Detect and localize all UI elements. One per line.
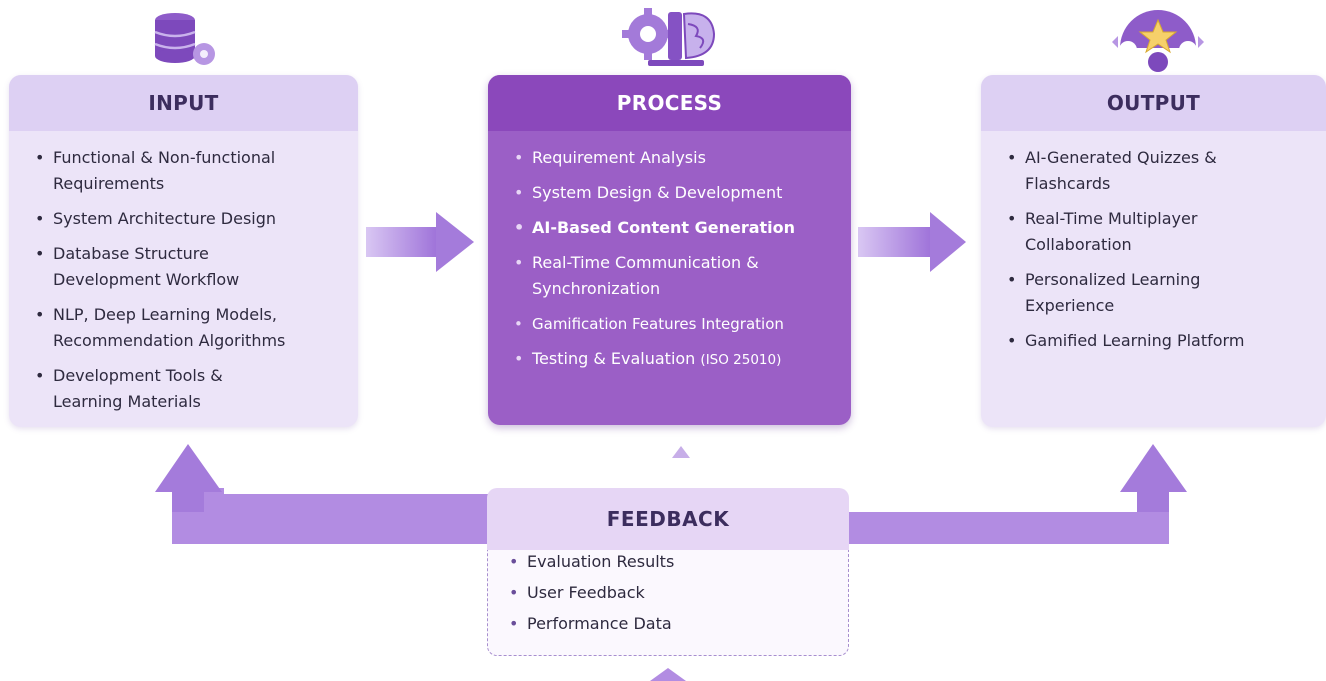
process-item-label: Testing & Evaluation [532, 349, 696, 368]
arrow-process-to-output [858, 212, 966, 272]
process-item-last: Testing & Evaluation (ISO 25010) [510, 346, 837, 373]
process-box: PROCESS Requirement Analysis System Desi… [488, 75, 851, 425]
feedback-list: Evaluation Results User Feedback Perform… [505, 548, 674, 641]
feedback-arrow-to-output [846, 444, 1187, 544]
arrow-feedback-to-process [672, 446, 690, 458]
gear-brain-icon [622, 8, 716, 66]
output-item: Personalized Learning Experience [1003, 267, 1265, 319]
input-item: Database Structure Development Workflow [31, 241, 298, 293]
process-item: AI-Based Content Generation [510, 215, 837, 241]
feedback-item: User Feedback [505, 579, 674, 606]
input-list: Functional & Non-functional Requirements… [9, 131, 358, 415]
feedback-item: Performance Data [505, 610, 674, 637]
process-item: System Design & Development [510, 180, 837, 206]
input-item: Functional & Non-functional Requirements [31, 145, 323, 197]
process-list: Requirement Analysis System Design & Dev… [488, 131, 851, 373]
input-title: INPUT [9, 75, 358, 131]
process-item: Requirement Analysis [510, 145, 837, 171]
feedback-item: Evaluation Results [505, 548, 674, 575]
database-gear-icon [154, 13, 215, 65]
input-item: Development Tools & Learning Materials [31, 363, 273, 415]
process-item: Gamification Features Integration [510, 311, 837, 337]
input-item: NLP, Deep Learning Models, Recommendatio… [31, 302, 333, 354]
output-item: Real-Time Multiplayer Collaboration [1003, 206, 1265, 258]
feedback-title: FEEDBACK [487, 488, 849, 550]
process-item-note: (ISO 25010) [700, 352, 782, 368]
arrow-bottom-tip [650, 668, 686, 681]
input-item: System Architecture Design [31, 206, 344, 232]
process-item: Real-Time Communication & Synchronizatio… [510, 250, 802, 302]
feedback-arrow-to-input [155, 444, 492, 544]
output-title: OUTPUT [981, 75, 1326, 131]
input-box: INPUT Functional & Non-functional Requir… [9, 75, 358, 427]
output-item: Gamified Learning Platform [1003, 328, 1312, 354]
process-title: PROCESS [488, 75, 851, 131]
star-people-icon [1112, 10, 1204, 72]
arrow-input-to-process [366, 212, 474, 272]
output-list: AI-Generated Quizzes & Flashcards Real-T… [981, 131, 1326, 354]
output-item: AI-Generated Quizzes & Flashcards [1003, 145, 1275, 197]
feedback-box: FEEDBACK Evaluation Results User Feedbac… [487, 488, 849, 656]
output-box: OUTPUT AI-Generated Quizzes & Flashcards… [981, 75, 1326, 427]
